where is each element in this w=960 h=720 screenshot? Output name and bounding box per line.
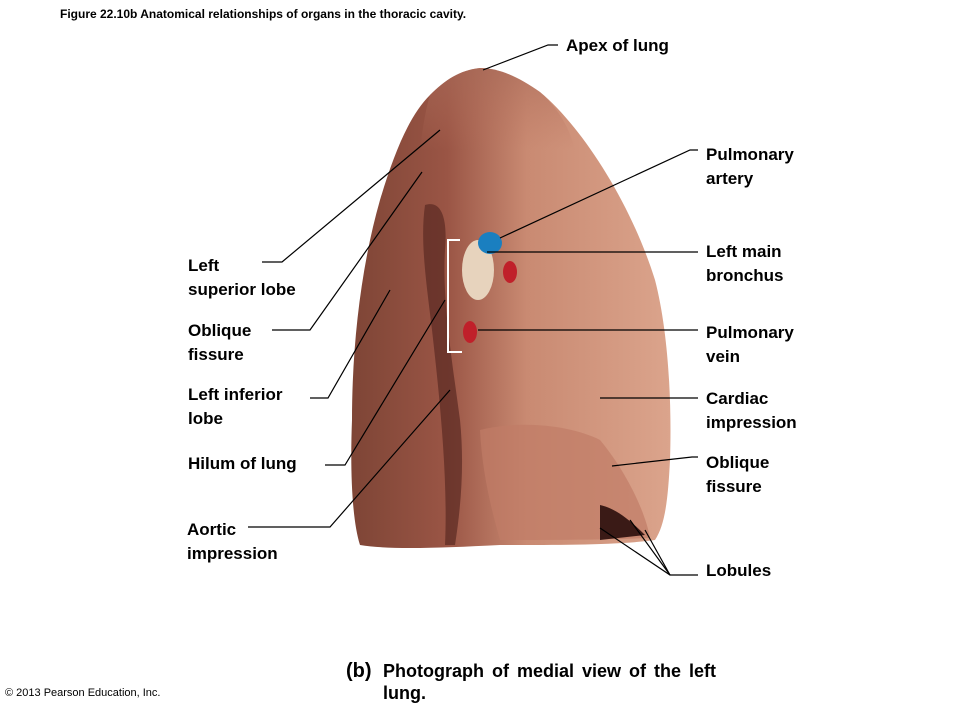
caption-letter: (b) xyxy=(346,660,372,682)
leader-pulmonary-artery xyxy=(499,149,698,239)
figure-title: Figure 22.10b Anatomical relationships o… xyxy=(60,7,467,21)
label-left-main-bronchus: Left main bronchus xyxy=(706,240,783,288)
label-line: artery xyxy=(706,169,754,188)
label-line: superior lobe xyxy=(188,280,296,299)
label-lobules: Lobules xyxy=(706,561,772,580)
lung-upper-shading xyxy=(420,68,575,150)
label-apex-of-lung: Apex of lung xyxy=(566,36,669,55)
leader-apex xyxy=(482,44,558,71)
lung-silhouette xyxy=(351,68,671,549)
label-cardiac-impression: Cardiac impression xyxy=(706,387,797,435)
label-line: impression xyxy=(187,544,278,563)
label-pulmonary-vein: Pulmonary vein xyxy=(706,321,794,369)
bronchus-structure xyxy=(462,240,494,300)
label-line: Pulmonary xyxy=(706,145,794,164)
lobule-shadow xyxy=(600,505,645,540)
label-line: impression xyxy=(706,413,797,432)
caption-text: Photograph of medial view of the left lu… xyxy=(383,661,717,703)
label-hilum-of-lung: Hilum of lung xyxy=(188,454,297,473)
leader-left-superior-lobe xyxy=(262,129,441,263)
leader-left-inferior-lobe xyxy=(310,289,391,399)
label-line: Aortic xyxy=(187,520,237,539)
leader-oblique-fissure-left xyxy=(272,171,423,331)
label-line: bronchus xyxy=(706,266,784,285)
hilum-groove xyxy=(423,204,463,545)
label-pulmonary-artery: Pulmonary artery xyxy=(706,143,794,191)
label-oblique-fissure-left: Oblique fissure xyxy=(188,319,251,367)
label-line: fissure xyxy=(188,345,244,364)
leader-lobules-b xyxy=(644,529,671,576)
pulmonary-vein-upper-vessel xyxy=(503,261,517,283)
leader-hilum xyxy=(325,299,446,466)
label-oblique-fissure-right: Oblique fissure xyxy=(706,451,769,499)
label-line: vein xyxy=(706,347,741,366)
leader-lobules-c xyxy=(629,519,671,576)
label-left-inferior-lobe: Left inferior lobe xyxy=(188,383,282,431)
label-line: fissure xyxy=(706,477,762,496)
label-line: Oblique xyxy=(706,453,770,472)
copyright-notice: © 2013 Pearson Education, Inc. xyxy=(5,687,161,699)
label-line: Cardiac xyxy=(706,389,769,408)
leader-aortic-impression xyxy=(248,389,451,528)
label-line: Pulmonary xyxy=(706,323,794,342)
label-line: Oblique xyxy=(188,321,252,340)
label-line: lobe xyxy=(188,409,223,428)
leader-oblique-fissure-right xyxy=(611,456,698,467)
pulmonary-vein-vessel xyxy=(463,321,477,343)
label-left-superior-lobe: Left superior lobe xyxy=(188,254,296,302)
label-aortic-impression: Aortic impression xyxy=(187,518,278,566)
label-line: Left main xyxy=(706,242,782,261)
label-line: Left inferior xyxy=(188,385,283,404)
hilum-bracket xyxy=(447,239,462,353)
pulmonary-artery-vessel xyxy=(478,232,502,254)
label-line: Left xyxy=(188,256,220,275)
